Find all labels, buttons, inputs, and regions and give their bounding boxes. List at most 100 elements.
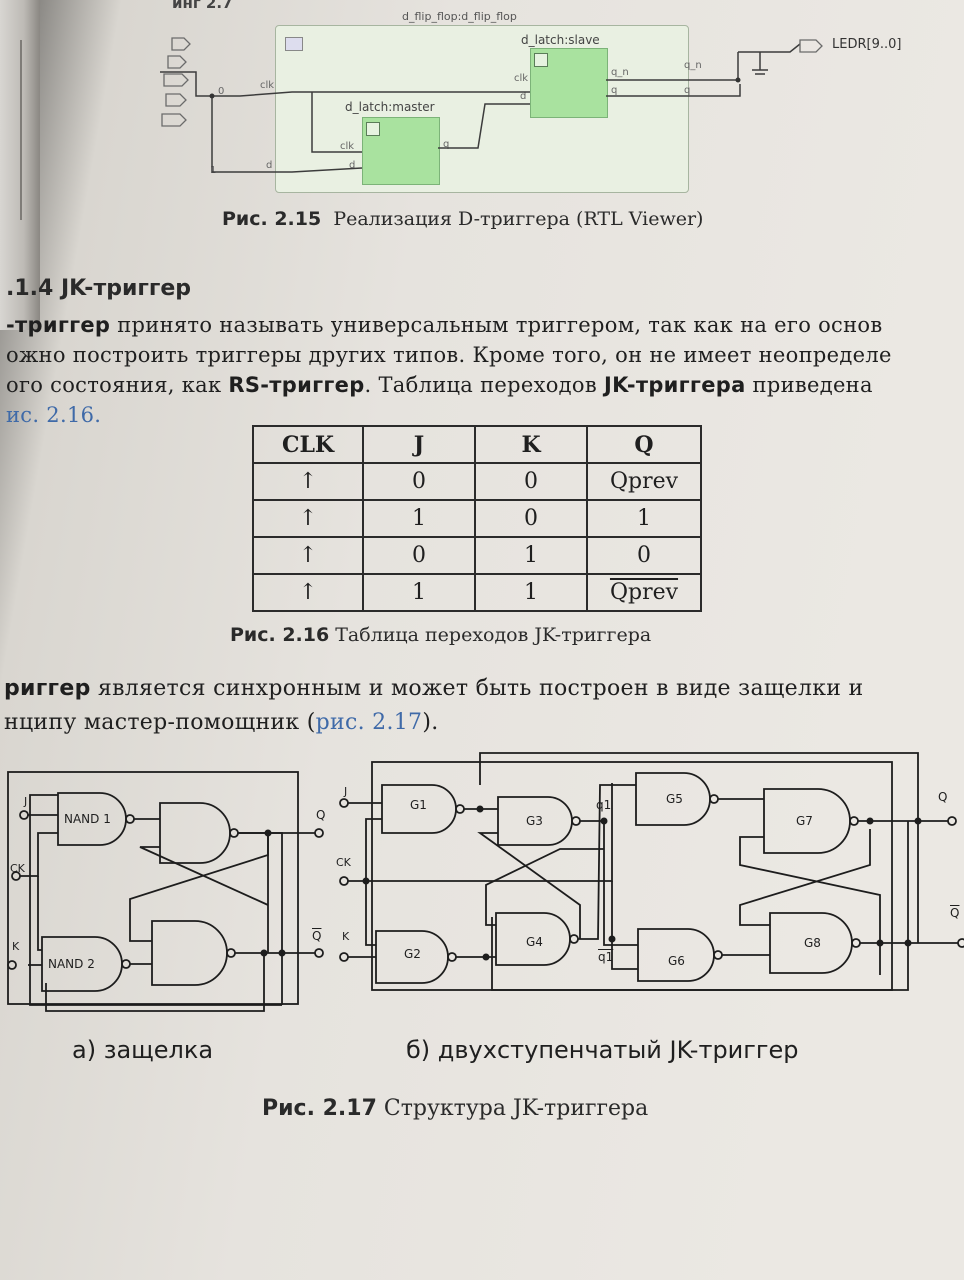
figure-reference-link[interactable]: ис. 2.16. (6, 403, 102, 427)
latch-output-qbar: Q (312, 929, 322, 943)
latch-input-k: K (12, 940, 20, 953)
table-header-cell: Q (586, 425, 702, 464)
rtl-expand-icon (366, 122, 380, 136)
table-header-row: CLK J K Q (252, 425, 702, 464)
figure-2-17-link[interactable]: рис. 2.17 (315, 710, 423, 735)
table-header-cell: K (474, 425, 588, 464)
figure-2-15-caption: Рис. 2.15 Реализация D-триггера (RTL Vie… (222, 208, 703, 230)
table-cell: 0 (474, 499, 588, 538)
gate-g7-label: G7 (796, 814, 813, 828)
table-row: ↑ 0 1 0 (252, 536, 702, 575)
gate-g2-label: G2 (404, 947, 421, 961)
table-cell: ↑ (252, 536, 364, 575)
term-jk-trigger: -триггер (6, 313, 111, 337)
table-cell: 1 (474, 573, 588, 612)
figure-number: Рис. 2.17 (262, 1096, 377, 1121)
jk-transition-table: CLK J K Q ↑ 0 0 Qprev ↑ 1 0 1 ↑ 0 1 0 ↑ … (252, 425, 702, 612)
figure-2-17-caption: Рис. 2.17 Структура JK-триггера (262, 1096, 648, 1121)
term-rs-trigger: RS-триггер (228, 373, 365, 397)
rtl-slave-block (530, 48, 608, 118)
figure-number: Рис. 2.15 (222, 208, 322, 230)
table-cell: 0 (586, 536, 702, 575)
rtl-out-qn: q_n (684, 60, 702, 71)
table-cell: 1 (474, 536, 588, 575)
gate-g8-label: G8 (804, 936, 821, 950)
gate-g4-label: G4 (526, 935, 543, 949)
table-cell: ↑ (252, 573, 364, 612)
latch-input-ck: CK (10, 862, 25, 875)
paragraph-line-3: ого состояния, как RS-триггер. Таблица п… (6, 373, 873, 397)
rtl-out-q: q (684, 85, 691, 96)
text-run: ). (422, 710, 439, 735)
figure-title: Таблица переходов JK-триггера (329, 624, 652, 646)
figure-number: Рис. 2.16 (230, 624, 330, 646)
text-run: . Таблица переходов (364, 373, 604, 397)
section-heading: .1.4 JK-триггер (6, 276, 192, 301)
jk-input-k: K (342, 930, 350, 943)
rtl-master-label: d_latch:master (345, 100, 435, 114)
table-cell: 1 (586, 499, 702, 538)
jk-input-ck: CK (336, 856, 351, 869)
table-cell: Qprev (586, 573, 702, 612)
subcaption-a: а) защелка (72, 1036, 214, 1064)
table-cell: 0 (362, 462, 476, 501)
header-cut-text: инг 2.7 (172, 0, 233, 12)
rtl-master-q: q (443, 139, 450, 150)
latch-nand1-label: NAND 1 (64, 812, 111, 826)
rtl-slave-clk: clk (514, 73, 529, 84)
jk-output-q: Q (938, 790, 948, 804)
text-run: приведена (745, 373, 873, 397)
rtl-output-port: LEDR[9..0] (832, 37, 902, 52)
latch-input-j: J (24, 795, 28, 808)
text-run: является синхронным и может быть построе… (90, 676, 864, 701)
rtl-slave-qn: q_n (611, 67, 629, 78)
rtl-net-1: 1 (210, 165, 217, 176)
term-trigger: риггер (4, 676, 91, 701)
text-run: принято называть универсальным триггером… (110, 313, 883, 337)
gate-g3-label: G3 (526, 814, 543, 828)
rtl-slave-label: d_latch:slave (521, 33, 600, 47)
table-cell: ↑ (252, 499, 364, 538)
text-run: нципу мастер-помощник ( (4, 710, 316, 735)
rtl-port-d: d (266, 160, 273, 171)
figure-title: Реализация D-триггера (RTL Viewer) (333, 208, 704, 230)
rtl-collapse-icon (285, 37, 303, 51)
table-cell: 0 (474, 462, 588, 501)
text-run: ого состояния, как (6, 373, 229, 397)
table-row: ↑ 0 0 Qprev (252, 462, 702, 501)
paragraph-line-2: ожно построить триггеры других типов. Кр… (6, 343, 892, 367)
latch-nand2-label: NAND 2 (48, 957, 95, 971)
rtl-slave-d: d (520, 91, 527, 102)
rtl-port-clk: clk (260, 80, 275, 91)
figure-2-16-caption: Рис. 2.16 Таблица переходов JK-триггера (230, 624, 651, 646)
net-q1bar-label: q1 (598, 950, 614, 964)
table-row: ↑ 1 0 1 (252, 499, 702, 538)
rtl-master-d: d (349, 160, 356, 171)
table-cell: Qprev (586, 462, 702, 501)
jk-output-qbar: Q (950, 906, 960, 920)
gate-g5-label: G5 (666, 792, 683, 806)
figure-title: Структура JK-триггера (376, 1096, 649, 1121)
qprev-inverted: Qprev (609, 580, 679, 605)
subcaption-b: б) двухступенчатый JK-триггер (406, 1036, 799, 1064)
paragraph2-line-2: нципу мастер-помощник (рис. 2.17). (4, 710, 439, 735)
table-row: ↑ 1 1 Qprev (252, 573, 702, 612)
latch-output-q: Q (316, 808, 326, 822)
jk-input-j: J (344, 785, 348, 798)
table-cell: 1 (362, 573, 476, 612)
gate-g6-label: G6 (668, 954, 685, 968)
page-spine (20, 40, 22, 220)
table-cell: ↑ (252, 462, 364, 501)
rtl-top-module-label: d_flip_flop:d_flip_flop (402, 10, 517, 23)
gate-g1-label: G1 (410, 798, 427, 812)
rtl-expand-icon (534, 53, 548, 67)
rtl-master-clk: clk (340, 141, 355, 152)
paragraph2-line-1: риггер является синхронным и может быть … (4, 676, 864, 701)
rtl-slave-q: q (611, 85, 618, 96)
term-jk-trigger: JK-триггера (603, 373, 746, 397)
table-cell: 1 (362, 499, 476, 538)
table-header-cell: CLK (252, 425, 364, 464)
table-cell: 0 (362, 536, 476, 575)
rtl-net-0: 0 (218, 86, 225, 97)
circuit-diagrams (7, 752, 964, 1012)
